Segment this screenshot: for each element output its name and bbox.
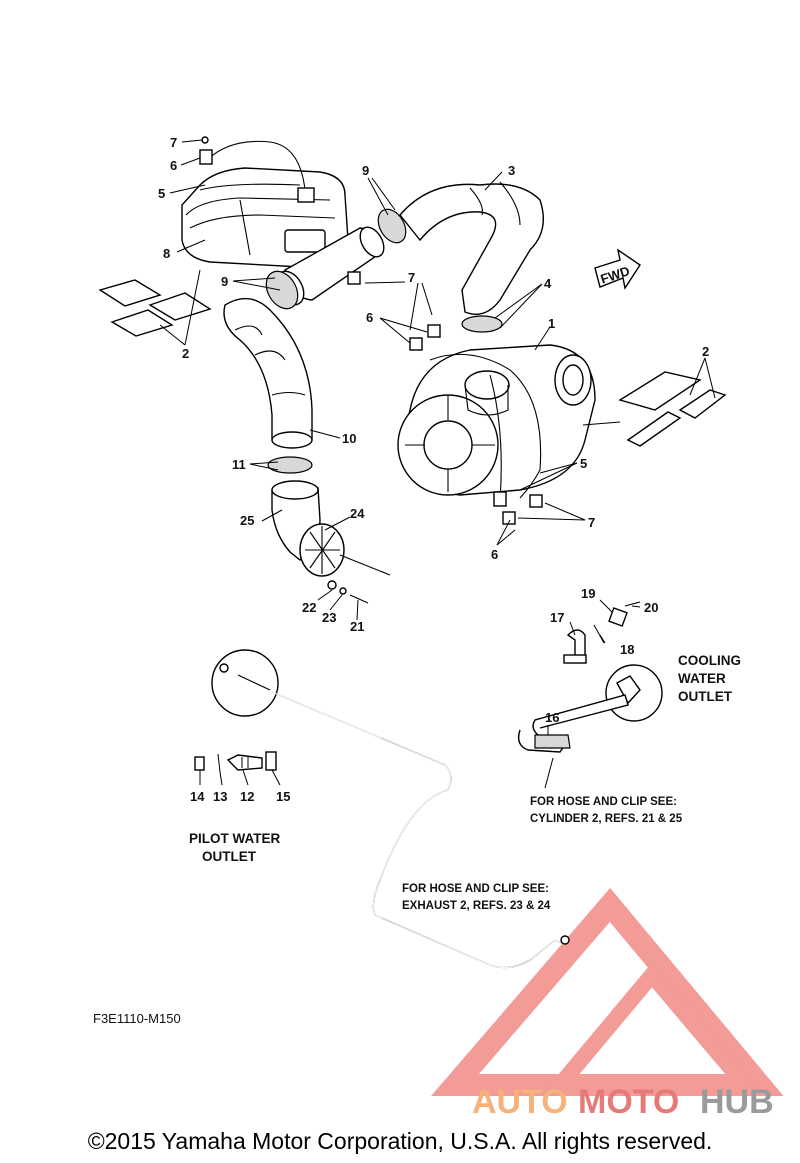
clip-6-upper xyxy=(199,149,213,165)
hose-16 xyxy=(517,694,629,753)
clip-6-mid-b xyxy=(409,337,423,351)
part-19 xyxy=(608,607,628,627)
ref-10: 10 xyxy=(342,431,356,446)
ref-7-top: 7 xyxy=(170,135,177,150)
pads-left xyxy=(98,279,212,337)
screen-24 xyxy=(299,523,345,577)
ref-19: 19 xyxy=(581,586,595,601)
hose-3 xyxy=(399,181,544,315)
clip-6-mid-c xyxy=(427,324,441,338)
ref-15: 15 xyxy=(276,789,290,804)
ref-14: 14 xyxy=(190,789,205,804)
clamp-9-right xyxy=(377,208,407,244)
cable-upper xyxy=(206,140,306,191)
watermark-text: AUTO MOTO HUB xyxy=(472,1083,774,1121)
svg-text:WATER: WATER xyxy=(678,671,726,686)
clamp-11 xyxy=(267,456,313,474)
pilot-water-outlet-label: PILOT WATER OUTLET xyxy=(189,831,280,864)
ref-4: 4 xyxy=(544,276,552,291)
cable-right-2 xyxy=(489,374,502,501)
ref-20: 20 xyxy=(644,600,658,615)
exhaust-note: FOR HOSE AND CLIP SEE: EXHAUST 2, REFS. … xyxy=(402,883,551,912)
part-17 xyxy=(566,629,586,659)
ref-2-left: 2 xyxy=(182,346,189,361)
clip-6-mid-a xyxy=(347,271,361,285)
svg-text:FOR HOSE AND CLIP SEE:: FOR HOSE AND CLIP SEE: xyxy=(530,796,677,808)
watermark-logo xyxy=(431,887,784,1096)
ref-6-mid: 6 xyxy=(366,310,373,325)
ref-25: 25 xyxy=(240,513,254,528)
air-box xyxy=(397,344,596,496)
svg-text:CYLINDER 2, REFS. 21 & 25: CYLINDER 2, REFS. 21 & 25 xyxy=(530,813,683,825)
clip-6-low-b xyxy=(529,494,543,508)
pilot-detail-circle xyxy=(211,649,279,717)
copyright-notice: ©2015 Yamaha Motor Corporation, U.S.A. A… xyxy=(87,1128,713,1154)
connector-right xyxy=(493,491,507,507)
pads-right xyxy=(618,371,727,447)
watermark-hub: HUB xyxy=(700,1083,774,1121)
ref-22: 22 xyxy=(302,600,316,615)
part-17-base xyxy=(563,654,587,664)
ref-6-top: 6 xyxy=(170,158,177,173)
connector-upper xyxy=(297,187,315,203)
ref-8: 8 xyxy=(163,246,170,261)
part-15 xyxy=(265,751,277,771)
diagram-code: F3E1110-M150 xyxy=(93,1011,181,1026)
cooling-water-outlet-label: COOLING WATER OUTLET xyxy=(678,653,741,704)
svg-text:COOLING: COOLING xyxy=(678,653,741,668)
ref-13: 13 xyxy=(213,789,227,804)
part-20 xyxy=(624,601,641,607)
ref-9-left: 9 xyxy=(221,274,228,289)
ref-24: 24 xyxy=(350,506,365,521)
washer-22 xyxy=(327,580,337,590)
clamp-4 xyxy=(461,315,503,333)
bolt-7-upper xyxy=(201,136,209,144)
tube-end xyxy=(560,935,570,945)
fwd-arrow: FWD xyxy=(594,248,641,290)
clamp-9-left xyxy=(265,270,299,310)
ref-23: 23 xyxy=(322,610,336,625)
ref-5-top: 5 xyxy=(158,186,165,201)
watermark-moto: MOTO xyxy=(578,1083,679,1121)
cylinder-note: FOR HOSE AND CLIP SEE: CYLINDER 2, REFS.… xyxy=(530,796,683,825)
ref-18: 18 xyxy=(620,642,634,657)
ref-3: 3 xyxy=(508,163,515,178)
ref-21: 21 xyxy=(350,619,364,634)
svg-text:OUTLET: OUTLET xyxy=(202,849,257,864)
bolt-21 xyxy=(349,594,369,604)
ref-7-low: 7 xyxy=(588,515,595,530)
ref-1: 1 xyxy=(548,316,555,331)
clip-6-low-a xyxy=(502,511,516,525)
part-13 xyxy=(217,753,221,773)
ref-7-mid: 7 xyxy=(408,270,415,285)
reference-numbers: 7 6 5 8 9 3 9 2 7 4 6 1 2 10 11 5 24 7 2… xyxy=(158,135,709,804)
part-12 xyxy=(226,754,263,771)
pilot-detail-fitting xyxy=(237,674,271,691)
part-18 xyxy=(593,624,605,644)
pilot-detail-nut xyxy=(219,663,229,673)
hose-10 xyxy=(223,297,313,449)
ref-2-right: 2 xyxy=(702,344,709,359)
ref-5-right: 5 xyxy=(580,456,587,471)
svg-text:OUTLET: OUTLET xyxy=(678,689,733,704)
ref-16: 16 xyxy=(545,710,559,725)
bolt-24 xyxy=(339,554,391,576)
leader-lines xyxy=(159,139,716,789)
svg-text:PILOT WATER: PILOT WATER xyxy=(189,831,280,846)
part-14 xyxy=(194,756,205,771)
svg-text:EXHAUST 2, REFS. 23 & 24: EXHAUST 2, REFS. 23 & 24 xyxy=(402,900,551,912)
washer-23 xyxy=(339,587,347,595)
cable-right xyxy=(429,353,542,499)
ref-6-low: 6 xyxy=(491,547,498,562)
pilot-tube-inner xyxy=(271,691,566,969)
ref-12: 12 xyxy=(240,789,254,804)
ref-17: 17 xyxy=(550,610,564,625)
ref-9-upper: 9 xyxy=(362,163,369,178)
svg-text:FOR HOSE AND CLIP SEE:: FOR HOSE AND CLIP SEE: xyxy=(402,883,549,895)
ref-11: 11 xyxy=(232,457,246,472)
watermark-auto: AUTO xyxy=(472,1083,568,1121)
